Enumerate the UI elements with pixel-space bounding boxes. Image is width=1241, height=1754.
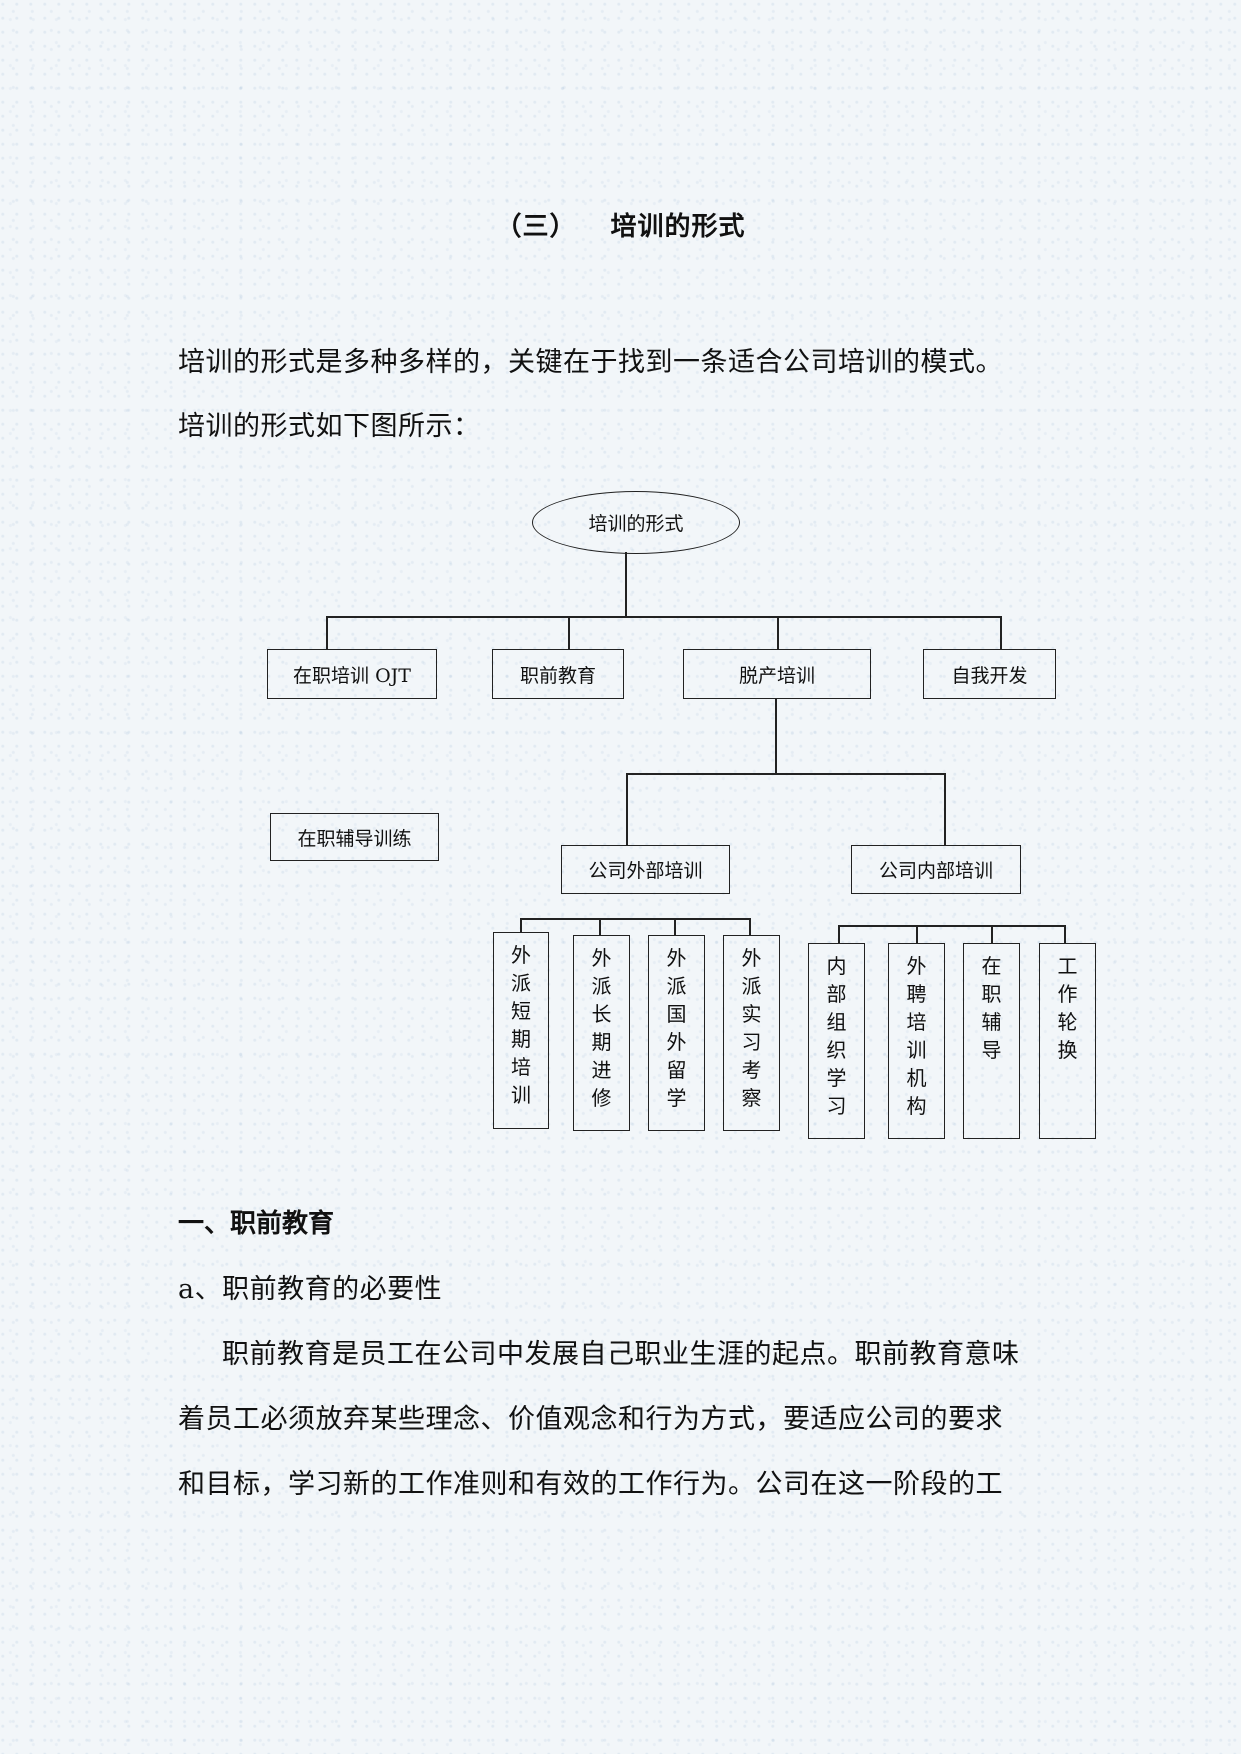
leaf-internal-0: 内部组织学习 <box>808 943 865 1139</box>
connector <box>1000 616 1002 649</box>
connector <box>777 616 779 649</box>
intro-line-1: 培训的形式是多种多样的，关键在于找到一条适合公司培训的模式。 <box>178 347 1003 378</box>
vertical-char: 培 <box>511 1055 531 1079</box>
node-external-training: 公司外部培训 <box>561 845 730 894</box>
vertical-char: 轮 <box>1057 1010 1078 1034</box>
node-self-development: 自我开发 <box>923 649 1056 699</box>
section-heading: 一、职前教育 <box>178 1209 335 1239</box>
diagram-root-node: 培训的形式 <box>532 491 740 554</box>
connector <box>944 773 946 846</box>
vertical-char: 派 <box>666 974 687 998</box>
connector <box>626 773 946 775</box>
section-number: （三） <box>495 212 577 242</box>
vertical-char: 学 <box>666 1086 687 1110</box>
vertical-char: 构 <box>906 1094 927 1118</box>
connector <box>520 918 522 932</box>
vertical-char: 训 <box>511 1083 531 1107</box>
leaf-internal-3: 工作轮换 <box>1039 943 1096 1139</box>
vertical-char: 外 <box>666 1030 687 1054</box>
section-subheading: a、职前教育的必要性 <box>178 1274 443 1305</box>
vertical-char: 聘 <box>906 982 927 1006</box>
leaf-external-3: 外派实习考察 <box>723 935 780 1131</box>
connector <box>520 918 750 920</box>
vertical-char: 习 <box>826 1094 847 1118</box>
connector <box>749 918 751 935</box>
vertical-char: 察 <box>741 1086 762 1110</box>
vertical-char: 部 <box>826 982 847 1006</box>
connector <box>599 918 601 935</box>
section-title-text: 培训的形式 <box>610 212 746 242</box>
vertical-char: 外 <box>591 946 612 970</box>
connector <box>674 918 676 935</box>
vertical-char: 实 <box>741 1002 762 1026</box>
vertical-char: 组 <box>826 1010 847 1034</box>
vertical-char: 进 <box>591 1058 612 1082</box>
body-line-2: 着员工必须放弃某些理念、价值观念和行为方式，要适应公司的要求 <box>178 1404 1003 1435</box>
vertical-char: 辅 <box>981 1010 1002 1034</box>
connector <box>916 925 918 943</box>
vertical-char: 导 <box>981 1038 1002 1062</box>
vertical-char: 内 <box>826 954 847 978</box>
vertical-char: 在 <box>981 954 1002 978</box>
connector <box>775 698 777 774</box>
vertical-char: 派 <box>511 971 531 995</box>
vertical-char: 职 <box>981 982 1002 1006</box>
node-on-the-job-training: 在职培训 OJT <box>267 649 437 699</box>
vertical-char: 期 <box>591 1030 612 1054</box>
vertical-char: 派 <box>591 974 612 998</box>
vertical-char: 机 <box>906 1066 927 1090</box>
leaf-internal-2: 在职辅导 <box>963 943 1020 1139</box>
node-pre-job-education: 职前教育 <box>492 649 624 699</box>
connector <box>1064 925 1066 943</box>
vertical-char: 国 <box>666 1002 687 1026</box>
vertical-char: 习 <box>741 1030 762 1054</box>
section-title: （三） 培训的形式 <box>0 206 1241 243</box>
body-line-3: 和目标，学习新的工作准则和有效的工作行为。公司在这一阶段的工 <box>178 1469 1003 1500</box>
vertical-char: 学 <box>826 1066 847 1090</box>
leaf-external-0: 外派短期培训 <box>493 932 549 1129</box>
vertical-char: 外 <box>666 946 687 970</box>
node-internal-training: 公司内部培训 <box>851 845 1021 894</box>
leaf-internal-1: 外聘培训机构 <box>888 943 945 1139</box>
vertical-char: 修 <box>591 1086 612 1110</box>
vertical-char: 留 <box>666 1058 687 1082</box>
vertical-char: 考 <box>741 1058 762 1082</box>
vertical-char: 派 <box>741 974 762 998</box>
node-on-job-coaching: 在职辅导训练 <box>270 813 439 861</box>
vertical-char: 长 <box>591 1002 612 1026</box>
body-line-1: 职前教育是员工在公司中发展自己职业生涯的起点。职前教育意味 <box>222 1339 1020 1370</box>
vertical-char: 外 <box>511 943 531 967</box>
vertical-char: 作 <box>1057 982 1078 1006</box>
vertical-char: 外 <box>741 946 762 970</box>
vertical-char: 换 <box>1057 1038 1078 1062</box>
vertical-char: 外 <box>906 954 927 978</box>
connector <box>326 616 328 649</box>
vertical-char: 培 <box>906 1010 927 1034</box>
node-off-job-training: 脱产培训 <box>683 649 871 699</box>
connector <box>838 925 1066 927</box>
vertical-char: 期 <box>511 1027 531 1051</box>
connector <box>625 552 627 617</box>
connector <box>838 925 840 943</box>
connector <box>568 616 570 649</box>
connector <box>326 616 1002 618</box>
intro-line-2: 培训的形式如下图所示： <box>178 411 481 442</box>
leaf-external-2: 外派国外留学 <box>648 935 705 1131</box>
connector <box>991 925 993 943</box>
vertical-char: 织 <box>826 1038 847 1062</box>
vertical-char: 工 <box>1057 954 1078 978</box>
vertical-char: 短 <box>511 999 531 1023</box>
vertical-char: 训 <box>906 1038 927 1062</box>
connector <box>626 773 628 846</box>
leaf-external-1: 外派长期进修 <box>573 935 630 1131</box>
